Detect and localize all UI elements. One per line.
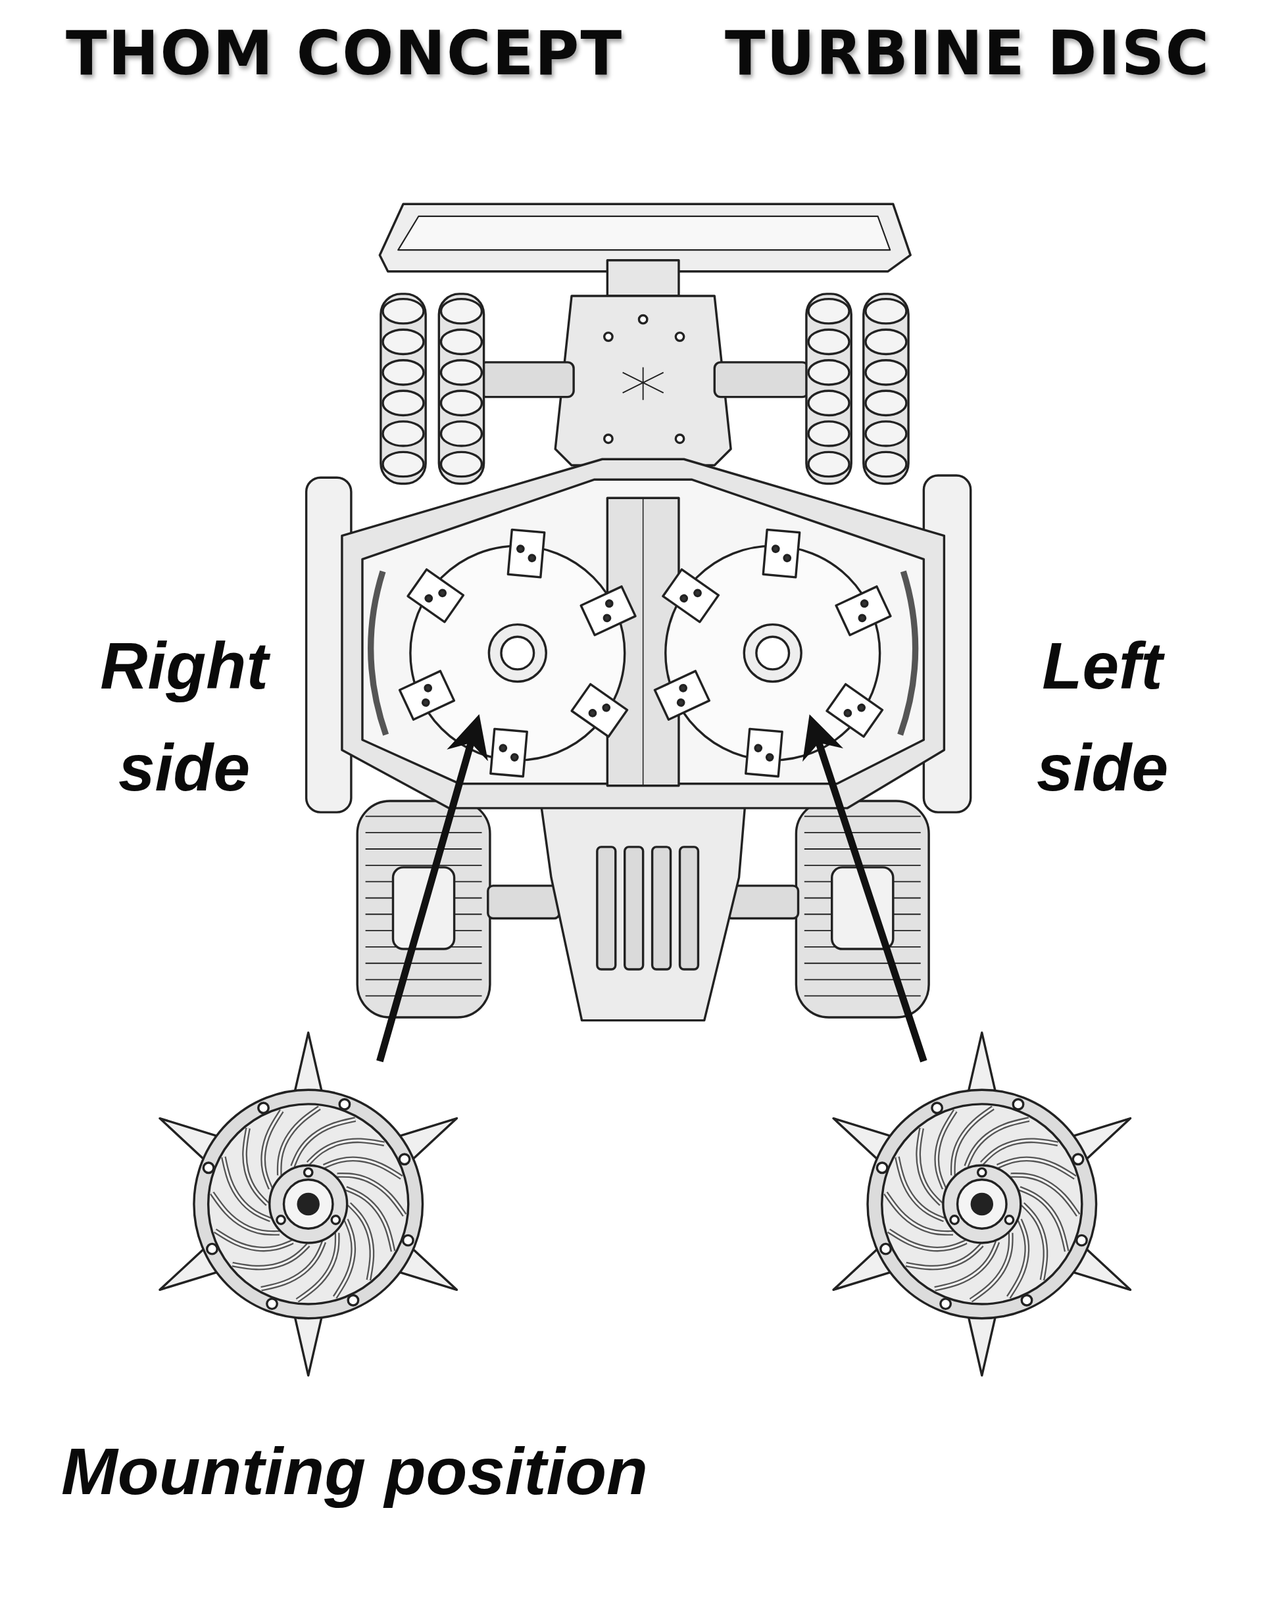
side-label: Right side	[78, 615, 290, 819]
title: THOM CONCEPT	[65, 23, 623, 85]
side-label: Left side	[997, 615, 1208, 819]
subtitle: TURBINE DISC	[724, 23, 1211, 85]
caption-label: Mounting position	[61, 1433, 648, 1510]
